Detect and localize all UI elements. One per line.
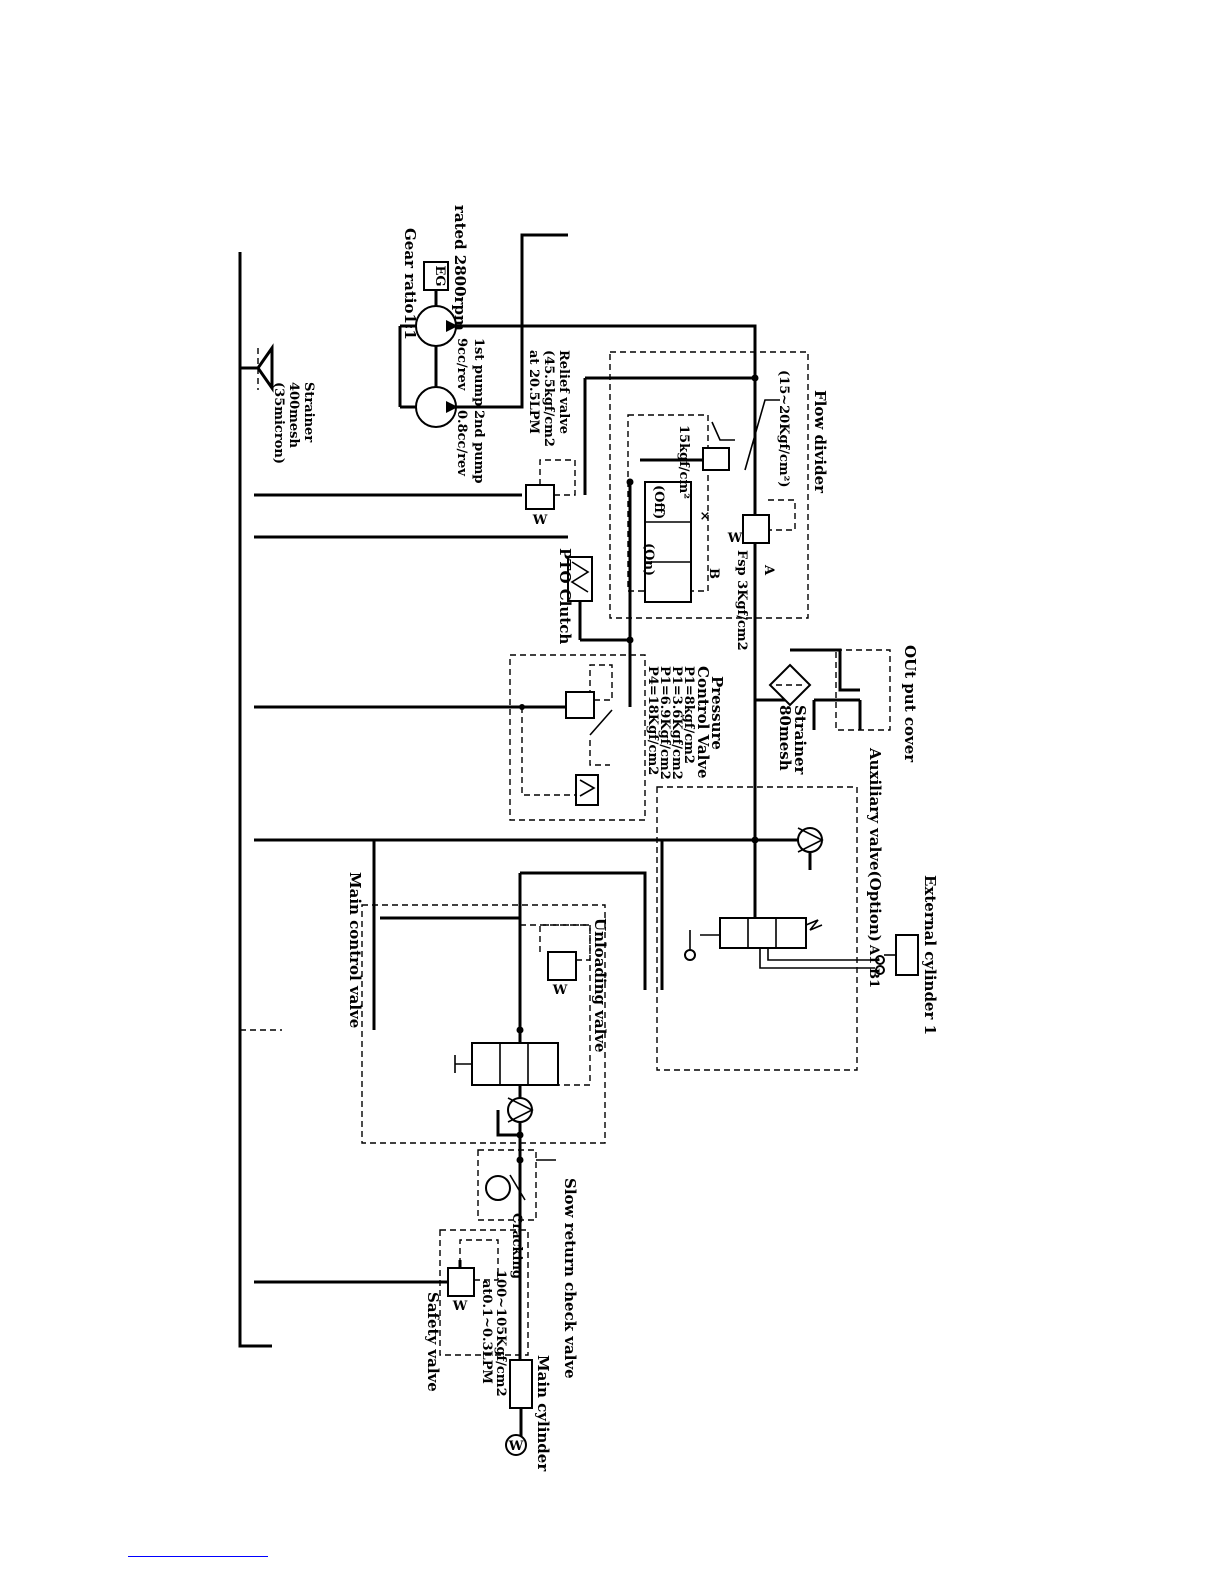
auxiliary-valve-label: Auxiliary valve(Option) xyxy=(866,747,884,942)
relief-valve-label: Relief valve xyxy=(556,350,571,434)
svg-text:(On): (On) xyxy=(641,543,656,576)
safety-valve-icon xyxy=(447,1267,475,1297)
svg-text:(35micron): (35micron) xyxy=(271,382,286,464)
svg-text:W: W xyxy=(452,1299,468,1314)
labels: rated 2800rpm Gear ratio1:1 1st pump 9cc… xyxy=(271,205,939,1472)
svg-text:(45.5kgf/cm2: (45.5kgf/cm2 xyxy=(541,350,556,447)
svg-text:P1=8kgf/cm2: P1=8kgf/cm2 xyxy=(681,666,696,764)
svg-text:400mesh: 400mesh xyxy=(286,382,301,448)
strainer-400mesh-label: Strainer xyxy=(301,382,316,442)
svg-text:P4=18Kgf/cm2: P4=18Kgf/cm2 xyxy=(645,666,660,775)
main-cylinder-icon xyxy=(509,1359,533,1409)
pump1-label: 1st pump xyxy=(471,338,486,406)
auxiliary-valve-group xyxy=(656,786,919,1071)
main-check-valve-icon xyxy=(507,1097,533,1123)
svg-text:W: W xyxy=(532,513,548,528)
svg-text:at 20.5LPM: at 20.5LPM xyxy=(526,350,541,434)
svg-text:(Off): (Off) xyxy=(651,485,666,519)
svg-text:B: B xyxy=(706,568,721,579)
strainer-80mesh-label: Strainer xyxy=(791,705,809,776)
svg-text:100~105Kgf/cm2: 100~105Kgf/cm2 xyxy=(493,1270,508,1397)
pto-clutch-label: PTO Clutch xyxy=(556,548,574,644)
pump2-label: 2nd pump xyxy=(471,410,486,484)
pump-group: EG xyxy=(415,261,458,428)
flow-divider-label: Flow divider xyxy=(811,390,829,494)
slow-return-label: Slow return check valve xyxy=(561,1178,579,1379)
safety-valve-group: W xyxy=(439,1229,529,1356)
svg-text:0.8cc/rev: 0.8cc/rev xyxy=(454,410,469,476)
svg-text:W: W xyxy=(727,531,743,546)
svg-text:B1: B1 xyxy=(866,968,881,988)
svg-text:9cc/rev: 9cc/rev xyxy=(454,338,469,391)
junction-dots xyxy=(516,374,759,1164)
output-cover-group xyxy=(768,649,891,731)
svg-text:W: W xyxy=(508,1439,524,1454)
strainer-400mesh-icon xyxy=(256,343,274,393)
svg-text:A1: A1 xyxy=(866,944,881,964)
rated-label: rated 2800rpm xyxy=(451,205,469,331)
flow-divider-group: W × xyxy=(609,351,809,619)
main-control-valve-label: Main control valve xyxy=(346,872,364,1028)
output-cover-label: OUt put cover xyxy=(901,645,919,763)
unloading-valve-label: Unloading valve xyxy=(591,918,609,1053)
gear-ratio-label: Gear ratio1:1 xyxy=(401,228,419,340)
svg-text:P1=3.6Kgf/cm2: P1=3.6Kgf/cm2 xyxy=(669,666,684,780)
main-control-valve-group: W xyxy=(361,904,606,1144)
aux-check-valve-icon xyxy=(797,827,823,853)
svg-text:Control Valve: Control Valve xyxy=(694,666,712,779)
relief-valve-icon: W xyxy=(525,459,576,528)
weight-icon xyxy=(505,1434,527,1456)
cracking-label: Cracking xyxy=(509,1213,524,1279)
safety-valve-label: Safety valve xyxy=(424,1292,442,1392)
pto-clutch-icon xyxy=(567,556,593,602)
svg-text:Fsp 3Kgf/cm2: Fsp 3Kgf/cm2 xyxy=(734,550,749,651)
slow-return-check-valve-group xyxy=(477,1149,556,1221)
unloading-valve-icon xyxy=(547,951,577,981)
main-cylinder-label: Main cylinder xyxy=(534,1355,552,1472)
footer-rule xyxy=(128,1556,268,1557)
svg-text:EG: EG xyxy=(432,265,447,286)
svg-text:15kgf/cm²: 15kgf/cm² xyxy=(676,425,691,499)
external-cylinder-label: External cylinder 1 xyxy=(921,875,939,1035)
svg-text:P1=6.9Kgf/cm2: P1=6.9Kgf/cm2 xyxy=(657,666,672,780)
svg-text:W: W xyxy=(552,983,568,998)
svg-text:×: × xyxy=(700,509,711,524)
svg-text:80mesh: 80mesh xyxy=(776,705,794,771)
pressure-control-label: Pressure xyxy=(708,676,726,750)
main-cylinder-group: W xyxy=(505,1359,533,1456)
external-cylinder-icon xyxy=(895,934,919,976)
pressure-control-valve-group xyxy=(509,654,646,821)
svg-text:at0.1~0.3LPM: at0.1~0.3LPM xyxy=(479,1280,494,1384)
svg-text:A: A xyxy=(761,564,776,576)
svg-text:(15~20Kgf/cm²): (15~20Kgf/cm²) xyxy=(776,370,791,487)
